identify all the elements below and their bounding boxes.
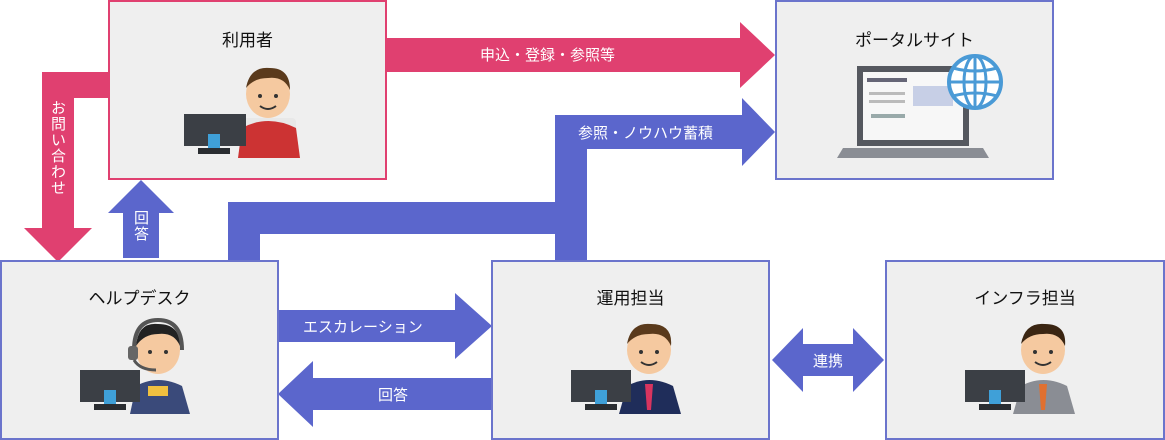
- infra-title: インフラ担当: [974, 289, 1076, 309]
- answer-up-label: 回答: [132, 210, 150, 242]
- helpdesk-box: ヘルプデスク: [0, 260, 279, 440]
- infra-box: インフラ担当: [885, 260, 1165, 440]
- portal-box: ポータルサイト: [775, 0, 1054, 180]
- operations-person-icon: [571, 323, 681, 414]
- answer-back-label: 回答: [378, 386, 409, 404]
- apply-label: 申込・登録・参照等: [480, 46, 616, 64]
- helpdesk-title: ヘルプデスク: [88, 289, 191, 309]
- operations-box: 運用担当: [491, 260, 770, 440]
- knowhow-arrow: [228, 98, 775, 260]
- answer-up-arrow: [108, 180, 174, 258]
- cooperation-label: 連携: [813, 352, 844, 370]
- apply-arrow: [386, 22, 775, 88]
- person-at-computer-icon: [184, 67, 300, 158]
- headset-operator-icon: [80, 317, 190, 414]
- knowhow-label: 参照・ノウハウ蓄積: [578, 124, 714, 142]
- user-title: 利用者: [222, 31, 273, 51]
- portal-title: ポータルサイト: [855, 31, 974, 51]
- user-box: 利用者: [108, 0, 387, 180]
- operations-title: 運用担当: [596, 289, 665, 309]
- escalation-label: エスカレーション: [303, 318, 423, 336]
- laptop-icon: [837, 54, 1003, 158]
- answer-back-arrow: [278, 361, 492, 427]
- escalation-arrow: [278, 293, 492, 359]
- cooperation-arrow: [772, 328, 884, 392]
- inquiry-arrow: [24, 72, 108, 262]
- inquiry-label: お問い合わせ: [49, 100, 67, 196]
- infra-person-icon: [965, 323, 1075, 414]
